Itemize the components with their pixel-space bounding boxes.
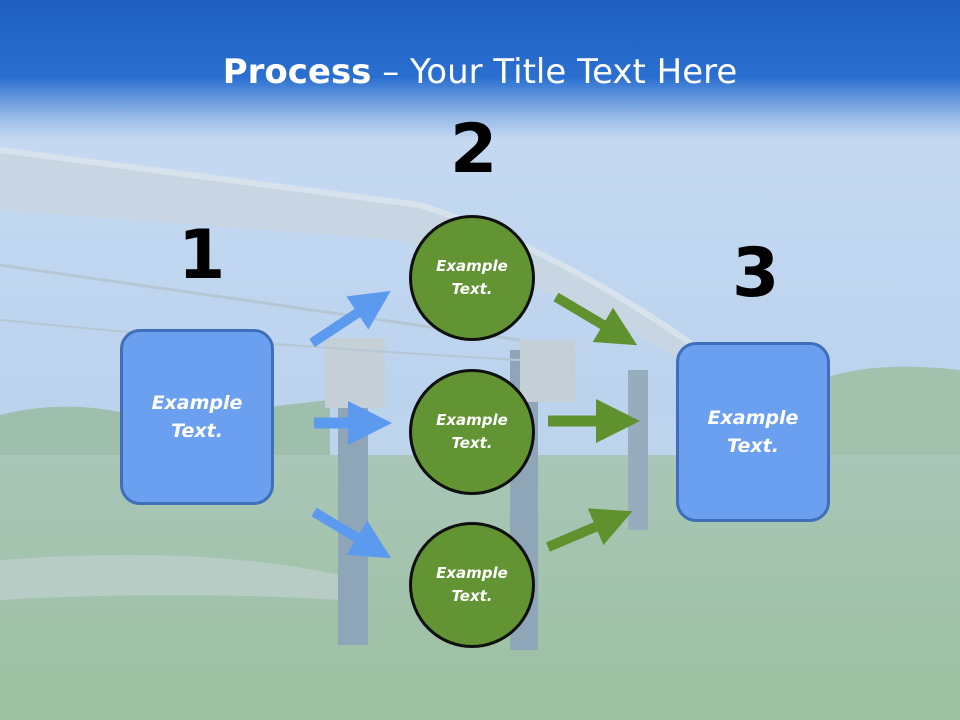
circle-middle-line1: Example <box>436 410 508 429</box>
title-bold: Process <box>222 52 372 92</box>
left-box-line1: Example <box>151 391 243 414</box>
right-box-line1: Example <box>707 406 799 429</box>
step-number-1: 1 <box>178 216 226 295</box>
step-number-3: 3 <box>732 234 780 313</box>
right-box-line2: Text. <box>727 435 779 457</box>
page-title: Process – Your Title Text Here <box>0 52 960 92</box>
left-box-line2: Text. <box>171 420 223 442</box>
title-banner <box>0 0 960 140</box>
arrow-left-top <box>309 290 391 348</box>
arrow-right-bottom <box>546 508 633 552</box>
circle-top-line1: Example <box>436 256 508 275</box>
circle-bottom-line1: Example <box>436 563 508 582</box>
arrow-left-bottom <box>311 507 392 559</box>
circle-middle-line2: Text. <box>451 434 493 452</box>
step-number-2: 2 <box>450 110 498 189</box>
title-rest: – Your Title Text Here <box>371 52 738 92</box>
arrow-right-top <box>553 292 638 346</box>
circle-top-line2: Text. <box>451 280 493 298</box>
circle-bottom-line2: Text. <box>451 587 493 605</box>
